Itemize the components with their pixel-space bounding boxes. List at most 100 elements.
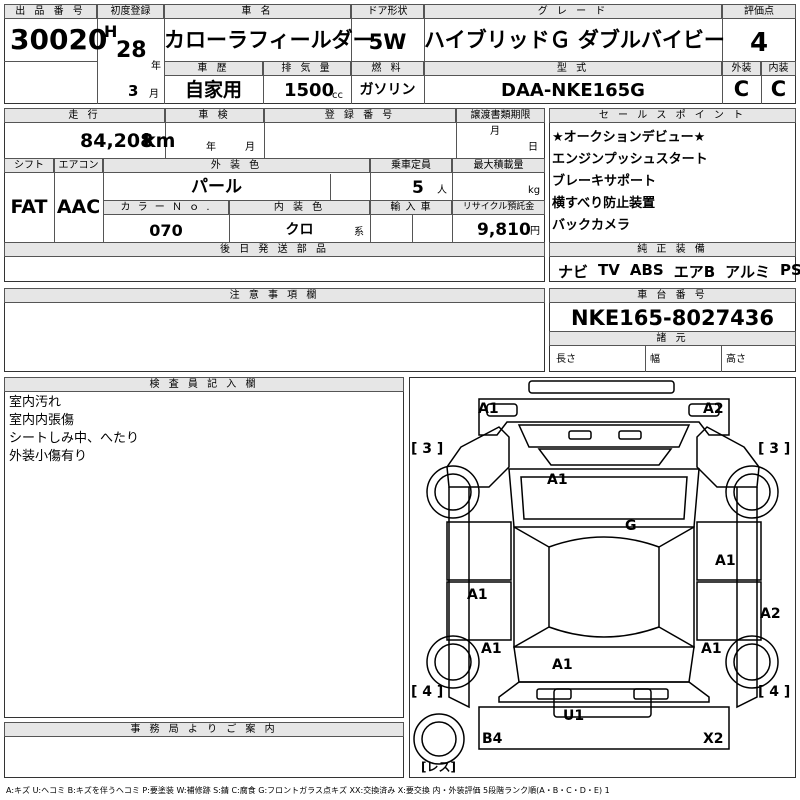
sales-point: ブレーキサポート xyxy=(552,174,657,189)
displacement: 1500 xyxy=(284,80,335,101)
height-label: 高さ xyxy=(726,354,746,365)
colorno-label: カ ラ ー Ｎ ｏ . xyxy=(103,200,229,215)
ac-label: エアコン xyxy=(54,158,103,173)
grade-label: グ レ ー ド xyxy=(424,4,722,19)
length-label: 長さ xyxy=(556,354,576,365)
damage-mark: A1 xyxy=(715,553,736,569)
door-type: 5W xyxy=(368,30,407,54)
year-unit: 年 xyxy=(151,61,161,72)
exterior-grade: C xyxy=(733,77,750,101)
damage-diagram-panel xyxy=(409,377,796,778)
header-panel xyxy=(4,4,796,104)
model-code: DAA-NKE165G xyxy=(501,80,645,101)
door-label: ドア形状 xyxy=(351,4,424,19)
lot-label: 出 品 番 号 xyxy=(4,4,97,19)
spare-tire-label: [レス] xyxy=(421,760,456,774)
damage-mark: X2 xyxy=(703,731,724,747)
lot-number: 30020 xyxy=(10,23,108,56)
transfer-day-unit: 日 xyxy=(528,142,538,153)
score-label: 評価点 xyxy=(722,4,796,19)
interior-color: クロ xyxy=(285,222,314,238)
damage-mark: A1 xyxy=(547,472,568,488)
first-reg-label: 初度登録 xyxy=(97,4,164,19)
equipment-item: エアB xyxy=(673,263,716,281)
exterior-label: 外装 xyxy=(722,61,761,76)
inspector-note: 外装小傷有り xyxy=(9,449,88,464)
office-label: 事 務 局 よ り ご 案 内 xyxy=(4,722,404,737)
air-conditioner: AAC xyxy=(56,196,101,218)
capacity-unit: 人 xyxy=(437,185,447,196)
reg-month: 3 xyxy=(128,82,139,100)
damage-mark: U1 xyxy=(563,708,585,724)
shift-label: シフト xyxy=(4,158,54,173)
tire-mark-rear-right: [ 4 ] xyxy=(758,684,791,700)
inspector-note: 室内内張傷 xyxy=(9,413,75,428)
width-label: 幅 xyxy=(650,354,660,365)
damage-mark: A2 xyxy=(760,606,781,622)
era: H xyxy=(104,22,118,41)
inspector-note: シートしみ中、へたり xyxy=(9,431,140,446)
fuel: ガソリン xyxy=(359,82,416,98)
sales-point: エンジンプッシュスタート xyxy=(552,152,708,167)
damage-mark: B4 xyxy=(482,731,503,747)
reg-year: 28 xyxy=(116,38,147,63)
evaluation-score: 4 xyxy=(749,28,769,58)
month-unit: 月 xyxy=(149,89,159,100)
later-parts-label: 後 日 発 送 部 品 xyxy=(4,242,545,257)
history-label: 車 歴 xyxy=(164,61,263,76)
inspector-panel xyxy=(4,377,404,718)
sales-points-list: ★オークションデビュー★ エンジンプッシュスタート ブレーキサポート 横すべり防… xyxy=(552,127,708,237)
capacity-label: 乗車定員 xyxy=(370,158,452,173)
color-label: 外 装 色 xyxy=(103,158,370,173)
damage-mark: A1 xyxy=(552,657,573,673)
sales-point: 横すべり防止装置 xyxy=(552,196,656,211)
equipment-item: ABS xyxy=(629,261,664,279)
interior-color-label: 内 装 色 xyxy=(229,200,370,215)
equipment-item: PS xyxy=(780,261,800,279)
recycle-label: リサイクル預託金 xyxy=(452,200,545,215)
displacement-unit: cc xyxy=(332,90,343,101)
load-label: 最大積載量 xyxy=(452,158,545,173)
mileage-unit: km xyxy=(143,130,176,152)
chassis-number: NKE165-8027436 xyxy=(570,306,775,330)
equipment-item: アルミ xyxy=(725,263,771,281)
equipment-item: ナビ xyxy=(558,263,589,281)
inspection-label: 車 検 xyxy=(165,108,264,123)
equipment-item: TV xyxy=(598,261,620,279)
tire-mark-rear-left: [ 4 ] xyxy=(411,684,444,700)
damage-mark: A2 xyxy=(703,401,724,417)
mileage-label: 走 行 xyxy=(4,108,165,123)
equipment-list: ナビ TV ABS エアB アルミ PS PW xyxy=(558,261,800,282)
sales-point: ★オークションデビュー★ xyxy=(552,130,706,145)
tire-mark-front-left: [ 3 ] xyxy=(411,441,444,457)
grade: ハイブリッドＧ ダブルバイビー xyxy=(424,28,725,52)
import-label: 輸 入 車 xyxy=(370,200,452,215)
damage-mark: A1 xyxy=(701,641,722,657)
inspector-label: 検 査 員 記 入 欄 xyxy=(4,377,404,392)
tire-mark-front-right: [ 3 ] xyxy=(758,441,791,457)
car-diagram-svg xyxy=(413,380,779,765)
transfer-month-unit: 月 xyxy=(490,126,500,137)
regno-label: 登 録 番 号 xyxy=(264,108,456,123)
inspection-year-unit: 年 xyxy=(206,142,216,153)
car-name-label: 車 名 xyxy=(164,4,351,19)
body-color: パール xyxy=(191,177,242,197)
damage-mark: G xyxy=(625,518,637,534)
equipment-label: 純 正 装 備 xyxy=(549,242,796,257)
shift: FAT xyxy=(10,196,48,218)
spec-label: 諸 元 xyxy=(549,331,796,346)
inspection-month-unit: 月 xyxy=(245,142,255,153)
sales-points-label: セ ー ル ス ポ イ ン ト xyxy=(549,108,796,123)
caution-label: 注 意 事 項 欄 xyxy=(4,288,545,303)
car-name: カローラフィールダー xyxy=(164,28,374,52)
inspector-note: 室内汚れ xyxy=(9,395,62,410)
displacement-label: 排 気 量 xyxy=(263,61,351,76)
color-number: 070 xyxy=(149,221,183,240)
mileage: 84,208 xyxy=(80,130,154,152)
recycle-unit: 円 xyxy=(530,226,540,237)
history: 自家用 xyxy=(184,79,242,101)
damage-legend: A:キズ U:ヘコミ B:キズを伴うヘコミ P:要塗装 W:補修跡 S:錆 C:… xyxy=(6,786,610,795)
load-unit: kg xyxy=(528,185,541,196)
transfer-label: 譲渡書類期限 xyxy=(456,108,545,123)
damage-mark: A1 xyxy=(478,401,499,417)
